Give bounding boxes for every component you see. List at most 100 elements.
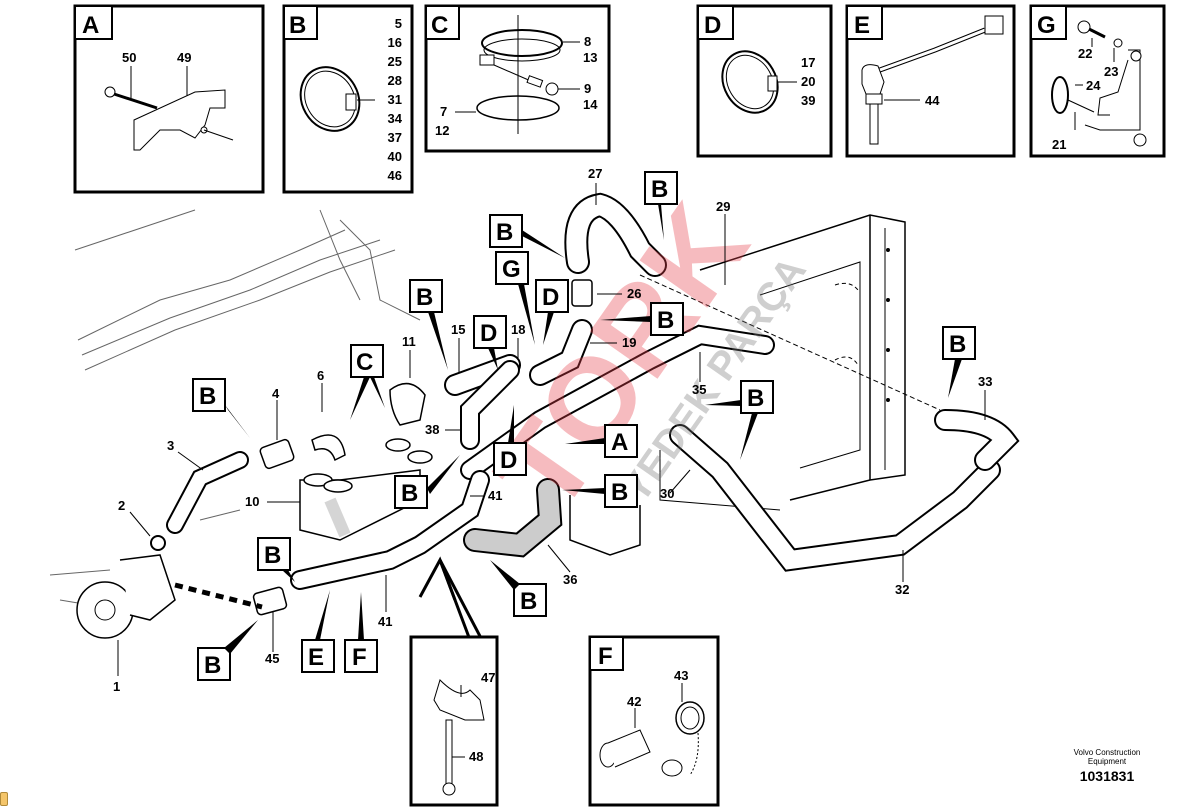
ref-box-b-38[interactable]: B	[394, 455, 460, 509]
pipe-41[interactable]	[290, 470, 490, 590]
hose-33[interactable]	[934, 409, 1020, 471]
ref-box-g[interactable]: G	[495, 251, 535, 345]
detail-box-g[interactable]: G 22 23 24 21	[1029, 4, 1166, 158]
ref-box-b-15[interactable]: B	[409, 279, 448, 370]
clip-icon	[433, 679, 485, 721]
part-label: 28	[388, 73, 402, 88]
svg-text:D: D	[500, 447, 517, 474]
svg-text:B: B	[416, 284, 433, 311]
o-ring-icon	[476, 95, 560, 121]
elbow-11[interactable]	[389, 382, 426, 426]
part-label: 31	[388, 92, 402, 107]
water-pump-1[interactable]	[76, 554, 176, 639]
hose-clamp-icon	[299, 66, 361, 132]
engine-block-outline	[49, 209, 421, 606]
publisher-footer: Volvo Construction Equipment 1031831	[1074, 748, 1141, 784]
part-label: 25	[388, 54, 402, 69]
o-ring-2[interactable]	[150, 535, 166, 551]
part-label-49: 49	[177, 50, 191, 65]
detail-box-letter: C	[431, 12, 448, 39]
coupling-4[interactable]	[259, 438, 295, 470]
part-label-20: 20	[801, 74, 815, 89]
part-label-44: 44	[925, 93, 940, 108]
callout-41: 41	[488, 488, 502, 503]
ref-box-f[interactable]: F	[344, 592, 378, 673]
detail-box-a[interactable]: A 50 49	[73, 4, 265, 194]
corner-indicator-icon	[0, 792, 8, 806]
callout-10: 10	[245, 494, 259, 509]
coupling-26[interactable]	[571, 279, 593, 307]
ref-box-a[interactable]: A	[565, 424, 638, 458]
svg-text:F: F	[352, 644, 367, 671]
ref-box-b-left-27[interactable]: B	[489, 214, 565, 258]
gaskets[interactable]	[385, 438, 433, 464]
detail-box-d[interactable]: D 17 20 39	[696, 4, 833, 158]
pipe-30-32[interactable]	[669, 424, 1001, 572]
svg-text:B: B	[657, 307, 674, 334]
callout-3: 3	[167, 438, 174, 453]
hose-36[interactable]	[463, 478, 563, 558]
callout-15: 15	[451, 322, 465, 337]
part-label: 5	[395, 16, 402, 31]
detail-box-letter: G	[1037, 12, 1056, 39]
hose-27[interactable]	[564, 192, 667, 277]
detail-box-letter: E	[854, 12, 870, 39]
callout-18: 18	[511, 322, 525, 337]
bolt-icon	[493, 64, 559, 96]
bracket-icon	[133, 89, 234, 151]
ref-box-b-19[interactable]: B	[600, 302, 684, 336]
ref-box-b-36[interactable]: B	[562, 474, 638, 508]
ref-box-b-4[interactable]: B	[192, 378, 250, 438]
ref-box-b-45-lower[interactable]: B	[197, 620, 258, 681]
part-label-47: 47	[481, 670, 495, 685]
callout-32: 32	[895, 582, 909, 597]
svg-text:B: B	[401, 480, 418, 507]
svg-text:E: E	[308, 644, 324, 671]
part-label-13: 13	[583, 50, 597, 65]
svg-text:C: C	[356, 349, 373, 376]
hose-19[interactable]	[529, 319, 593, 386]
ref-box-b-45-upper[interactable]: B	[257, 537, 295, 582]
ref-box-b-36-lower[interactable]: B	[490, 560, 547, 617]
hose-3[interactable]	[166, 451, 249, 534]
detail-box-e[interactable]: E 44	[845, 4, 1016, 158]
radiator[interactable]	[569, 214, 941, 556]
callout-33: 33	[978, 374, 992, 389]
ref-box-d-15[interactable]: D	[473, 315, 507, 370]
detail-box-clip[interactable]: 47 48	[409, 556, 499, 807]
callout-2: 2	[118, 498, 125, 513]
ref-box-b-30[interactable]: B	[705, 380, 774, 460]
ref-box-d-upper[interactable]: D	[535, 279, 569, 345]
callout-6: 6	[317, 368, 324, 383]
svg-text:B: B	[651, 176, 668, 203]
ref-box-e[interactable]: E	[301, 590, 335, 673]
dust-cap-icon	[661, 701, 705, 777]
publisher-name: Volvo Construction	[1074, 748, 1141, 757]
part-label-8: 8	[584, 34, 591, 49]
detail-box-b[interactable]: B 5 16 25 28 31 34 37 40 46	[282, 4, 414, 194]
elbow-6[interactable]	[311, 434, 346, 462]
callout-36: 36	[563, 572, 577, 587]
part-label-24: 24	[1086, 78, 1101, 93]
part-label-21: 21	[1052, 137, 1066, 152]
part-label: 40	[388, 149, 402, 164]
detail-box-f[interactable]: F 42 43	[588, 635, 720, 807]
ref-box-d-lower[interactable]: D	[493, 405, 527, 476]
ref-box-c[interactable]: C	[350, 344, 385, 420]
coupling-45[interactable]	[252, 586, 288, 616]
band-clamp-icon	[479, 29, 563, 66]
callout-labels: 1 2 3 4 6 10 11 15 18 19 26 27 29 30 32 …	[113, 166, 992, 694]
ref-box-b-27[interactable]: B	[644, 171, 678, 240]
callout-35: 35	[692, 382, 706, 397]
callout-41-lower: 41	[378, 614, 392, 629]
part-label-23: 23	[1104, 64, 1118, 79]
hose-38[interactable]	[460, 360, 520, 450]
cable-tie-icon	[1051, 76, 1095, 114]
pipe-35[interactable]	[460, 324, 775, 480]
part-label-50: 50	[122, 50, 136, 65]
svg-text:B: B	[264, 542, 281, 569]
nipple-fitting-icon	[599, 729, 651, 768]
ref-box-b-33[interactable]: B	[942, 326, 976, 398]
detail-box-c[interactable]: C 8 13 9 14 7 12	[424, 4, 611, 153]
svg-text:B: B	[204, 652, 221, 679]
